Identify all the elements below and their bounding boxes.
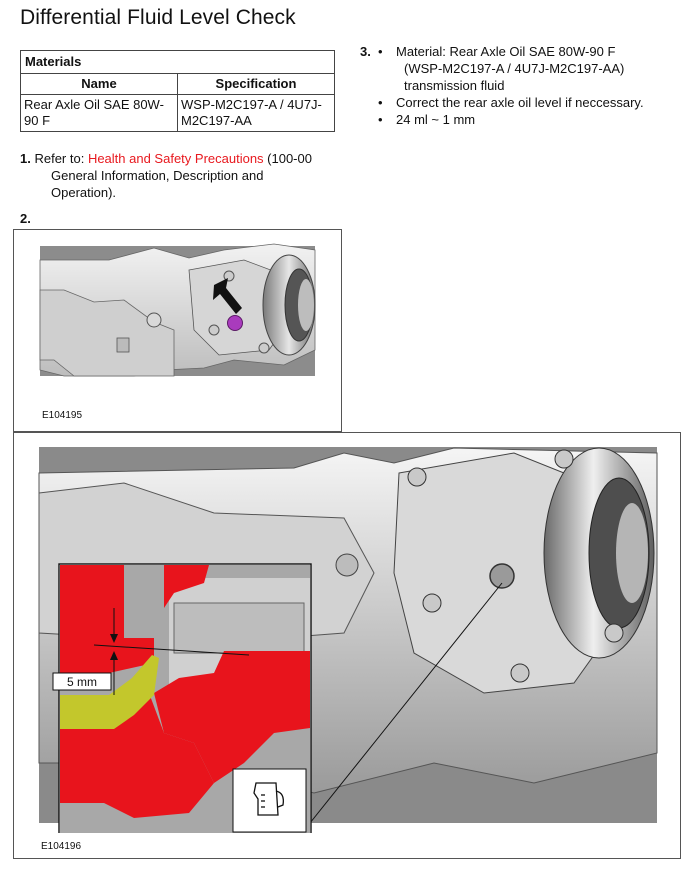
bullet: • — [378, 95, 383, 110]
filler-hole — [489, 563, 515, 589]
step-2: 2. — [20, 210, 31, 227]
step-1-line3: Operation). — [51, 185, 117, 200]
health-safety-link[interactable]: Health and Safety Precautions — [87, 151, 264, 166]
step-1-line2: General Information, Description and — [51, 168, 264, 183]
step-1-suffix: (100-00 — [263, 151, 312, 166]
figure-filler-plug: E104195 — [13, 229, 342, 432]
step-number: 3. — [360, 44, 371, 59]
table-row: Rear Axle Oil SAE 80W-90 F WSP-M2C197-A … — [20, 94, 335, 132]
oil-level-area — [60, 655, 159, 729]
figure-label: E104195 — [42, 410, 83, 421]
material-line3: transmission fluid — [404, 78, 505, 93]
arrow-icon — [213, 278, 242, 314]
leader-line — [309, 582, 503, 824]
axle-housing-illustration — [39, 243, 316, 377]
list-item: • 24 ml ~ 1 mm — [360, 111, 680, 128]
bullet: • — [378, 112, 383, 127]
material-line2: (WSP-M2C197-A / 4U7J-M2C197-AA) — [404, 61, 625, 76]
bullet: • — [378, 44, 383, 59]
step-1-prefix: Refer to: — [34, 151, 88, 166]
housing-section — [154, 651, 310, 783]
step-1: 1. Refer to: Health and Safety Precautio… — [20, 150, 350, 201]
material-name-cell: Rear Axle Oil SAE 80W-90 F — [20, 94, 178, 132]
correct-level-text: Correct the rear axle oil level if necce… — [396, 95, 644, 110]
quantity-text: 24 ml ~ 1 mm — [396, 112, 476, 127]
housing-section — [164, 565, 209, 608]
materials-table: Materials Name Specification Rear Axle O… — [20, 50, 335, 132]
dimension-label: 5 mm — [67, 675, 97, 689]
cross-section-inset: 5 mm — [52, 563, 312, 833]
step-3: 3. • Material: Rear Axle Oil SAE 80W-90 … — [360, 43, 680, 128]
material-spec-cell: WSP-M2C197-A / 4U7J-M2C197-AA — [177, 94, 335, 132]
column-header-name: Name — [20, 73, 178, 95]
step-number: 1. — [20, 151, 31, 166]
list-item: 3. • Material: Rear Axle Oil SAE 80W-90 … — [360, 43, 680, 94]
materials-caption: Materials — [20, 50, 335, 74]
measuring-jug-icon — [253, 782, 284, 816]
figure-fluid-level: 5 mm E104196 — [13, 432, 681, 859]
fill-level-line — [93, 644, 250, 656]
column-header-specification: Specification — [177, 73, 335, 95]
figure-label: E104196 — [41, 841, 82, 852]
filler-plug — [227, 315, 243, 331]
material-line1: Material: Rear Axle Oil SAE 80W-90 F — [396, 44, 616, 59]
differential-detail-illustration: 5 mm — [38, 447, 658, 833]
list-item: • Correct the rear axle oil level if nec… — [360, 94, 680, 111]
page-title: Differential Fluid Level Check — [20, 6, 296, 29]
housing-section — [60, 565, 154, 683]
step-number: 2. — [20, 211, 31, 226]
housing-section — [60, 693, 214, 818]
